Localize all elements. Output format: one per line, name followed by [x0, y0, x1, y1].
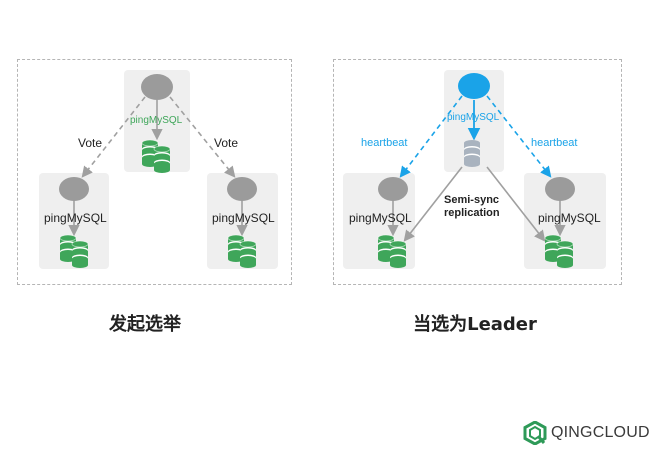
vote-label-left: Vote — [78, 136, 103, 150]
circle-node-icon — [59, 177, 89, 201]
circle-node-icon — [141, 74, 173, 100]
circle-node-icon — [458, 73, 490, 99]
qingcloud-logo: QINGCLOUD — [523, 421, 650, 445]
vote-arrow-right — [169, 96, 236, 178]
database-icon — [464, 140, 480, 167]
leader-node-label: pingMySQL — [447, 112, 500, 123]
heartbeat-arrow-left — [399, 95, 463, 178]
vote-arrow-left — [81, 96, 146, 178]
slave-left-node-label-right: pingMySQL — [349, 211, 412, 225]
circle-node-icon — [378, 177, 408, 201]
circle-node-icon — [545, 177, 575, 201]
slave-right-node-label-right: pingMySQL — [538, 211, 601, 225]
master-node-label: pingMySQL — [130, 115, 183, 126]
replication-label-line2: replication — [444, 207, 500, 219]
database-icon — [71, 240, 89, 269]
vote-label-right: Vote — [214, 136, 239, 150]
database-icon — [239, 240, 257, 269]
leader-caption: 当选为Leader — [413, 314, 537, 335]
slave-left-node-label: pingMySQL — [44, 211, 107, 225]
replication-arrow-left — [403, 166, 463, 242]
slave-right-node-label: pingMySQL — [212, 211, 275, 225]
brand-name: QINGCLOUD — [551, 424, 650, 441]
database-icon — [389, 240, 407, 269]
circle-node-icon — [227, 177, 257, 201]
heartbeat-label-right: heartbeat — [531, 137, 578, 149]
database-icon — [153, 145, 171, 174]
election-caption: 发起选举 — [109, 314, 181, 335]
heartbeat-arrow-right — [486, 95, 552, 178]
database-icon — [556, 240, 574, 269]
qingcloud-logo-icon — [523, 421, 547, 445]
replication-label-line1: Semi-sync — [444, 194, 500, 206]
heartbeat-label-left: heartbeat — [361, 137, 408, 149]
replication-arrow-right — [486, 166, 546, 242]
